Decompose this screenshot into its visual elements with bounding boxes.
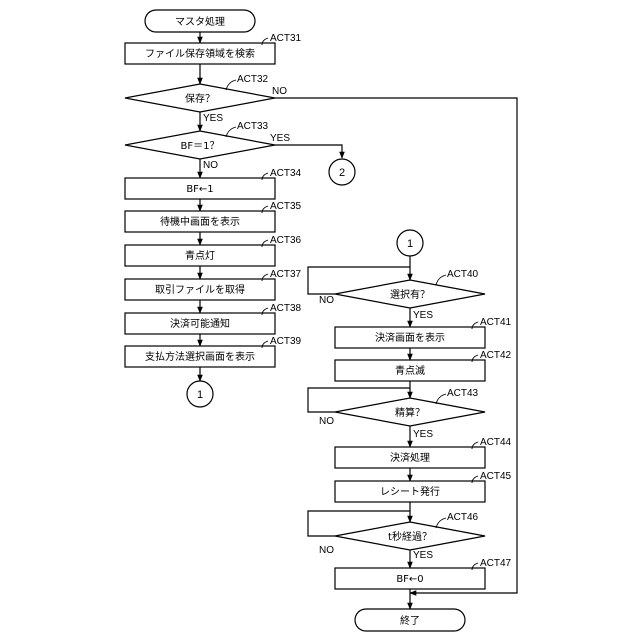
connector-1-out-label: 1: [197, 389, 203, 401]
start-terminal-label: マスタ処理: [175, 15, 225, 28]
act32-no-label: NO: [272, 86, 287, 97]
act45-label: レシート発行: [380, 485, 440, 498]
act40-no-label: NO: [319, 295, 334, 306]
act41-label: 決済画面を表示: [375, 331, 445, 344]
act32-label: 保存？: [185, 92, 215, 105]
act38-ref: ACT38: [270, 303, 302, 314]
act35-label: 待機中画面を表示: [160, 215, 240, 228]
act38-label: 決済可能通知: [170, 317, 230, 330]
act43-ref: ACT43: [447, 388, 479, 399]
connector-2-label: 2: [339, 167, 345, 179]
act43-no-label: NO: [319, 416, 334, 427]
act35-ref: ACT35: [270, 201, 302, 212]
act34-ref: ACT34: [270, 168, 302, 179]
act33-yes-label: YES: [270, 133, 290, 144]
act32-yes-label: YES: [203, 113, 223, 124]
act33-label: BF＝1？: [181, 141, 220, 152]
act37-ref: ACT37: [270, 269, 302, 280]
act33-ref: ACT33: [237, 121, 269, 132]
act33-no-label: NO: [203, 160, 218, 171]
act37-label: 取引ファイルを取得: [155, 284, 245, 296]
act39-label: 支払方法選択画面を表示: [145, 350, 255, 363]
act34-label: BF←1: [186, 184, 213, 195]
act46-yes-label: YES: [413, 550, 433, 561]
act47-label: BF←0: [396, 574, 423, 585]
act31-ref: ACT31: [270, 33, 302, 44]
act32-ref: ACT32: [237, 74, 269, 85]
act47-ref: ACT47: [480, 558, 512, 569]
act40-label: 選択有？: [390, 288, 430, 301]
connector-1-in-label: 1: [407, 238, 413, 250]
act31-label: ファイル保存領域を検索: [145, 47, 255, 60]
act44-ref: ACT44: [480, 437, 512, 448]
act46-ref: ACT46: [447, 512, 479, 523]
act42-ref: ACT42: [480, 350, 512, 361]
act44-label: 決済処理: [390, 451, 430, 464]
act43-yes-label: YES: [413, 429, 433, 440]
act46-no-label: NO: [319, 545, 334, 556]
act43-label: 精算？: [395, 406, 425, 419]
act40-ref: ACT40: [447, 269, 479, 280]
act42-label: 青点滅: [395, 364, 425, 377]
act46-label: t秒経過？: [388, 530, 432, 543]
act39-ref: ACT39: [270, 336, 302, 347]
act45-ref: ACT45: [480, 471, 512, 482]
end-terminal-label: 終了: [400, 614, 420, 627]
act36-label: 青点灯: [185, 249, 215, 262]
act41-ref: ACT41: [480, 317, 512, 328]
act36-ref: ACT36: [270, 235, 302, 246]
act40-yes-label: YES: [413, 310, 433, 321]
